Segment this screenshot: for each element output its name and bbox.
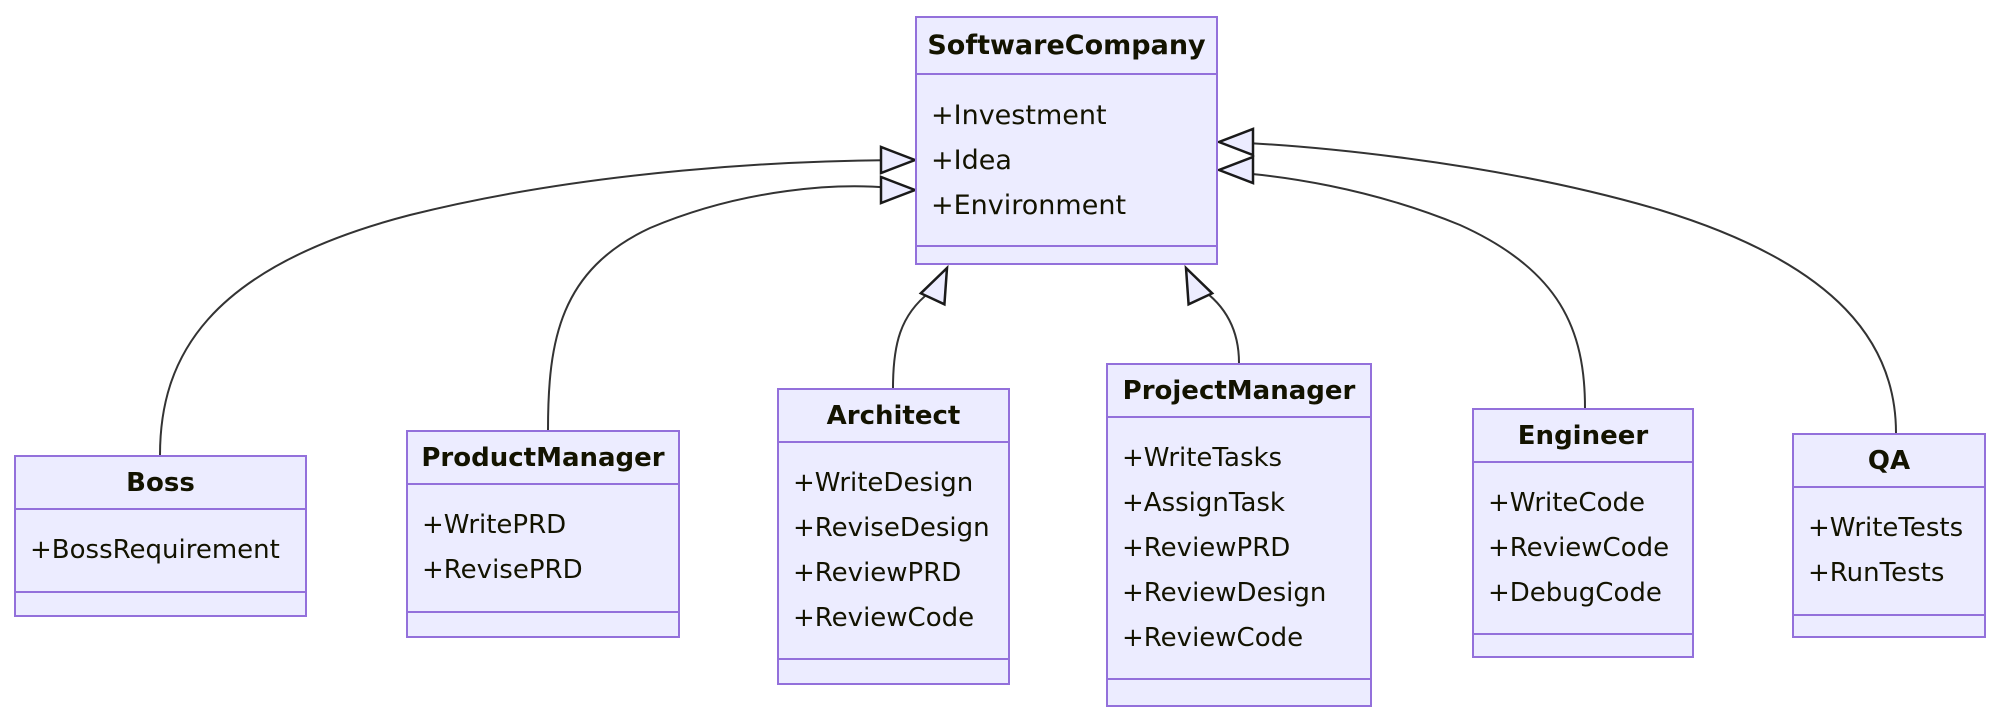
uml-class-engineer[interactable]: Engineer +WriteCode +ReviewCode +DebugCode	[1472, 408, 1694, 658]
class-name-projectmanager: ProjectManager	[1108, 365, 1370, 418]
class-attribute: +Idea	[931, 144, 1012, 176]
class-methods-productmanager	[408, 613, 678, 636]
class-methods-projectmanager	[1108, 680, 1370, 705]
generalization-arrowhead-icon	[1215, 127, 1255, 157]
class-name-boss: Boss	[16, 457, 305, 510]
class-name-productmanager: ProductManager	[408, 432, 678, 485]
class-methods-boss	[16, 593, 305, 615]
class-name-qa: QA	[1794, 435, 1984, 488]
class-attribute: +WritePRD	[422, 510, 567, 540]
class-attributes-projectmanager: +WriteTasks +AssignTask +ReviewPRD +ReviewD…	[1108, 418, 1370, 680]
class-attribute: +ReviewCode	[1122, 622, 1304, 653]
uml-class-softwarecompany[interactable]: SoftwareCompany +Investment +Idea +Environm…	[915, 16, 1218, 265]
class-attribute: +ReviewPRD	[1122, 532, 1291, 563]
class-attribute: +WriteCode	[1488, 487, 1645, 518]
class-attributes-architect: +WriteDesign +ReviseDesign +ReviewPRD +Revi…	[779, 443, 1008, 660]
uml-class-architect[interactable]: Architect +WriteDesign +ReviseDesign +Revie…	[777, 388, 1010, 685]
class-methods-softwarecompany	[917, 247, 1216, 263]
class-attribute: +ReviewDesign	[1122, 577, 1327, 608]
uml-class-boss[interactable]: Boss +BossRequirement	[14, 455, 307, 617]
class-name-softwarecompany: SoftwareCompany	[917, 18, 1216, 75]
class-name-engineer: Engineer	[1474, 410, 1692, 463]
edge-projectmanager-to-softwarecompany	[1184, 264, 1240, 364]
uml-class-qa[interactable]: QA +WriteTests +RunTests	[1792, 433, 1986, 638]
class-attribute: +Investment	[931, 99, 1107, 131]
edge-architect-to-softwarecompany	[892, 264, 949, 389]
class-attribute: +ReviewPRD	[793, 557, 962, 588]
class-attribute: +AssignTask	[1122, 487, 1285, 518]
class-attribute: +WriteTasks	[1122, 442, 1283, 473]
class-attribute: +DebugCode	[1488, 577, 1662, 608]
generalization-arrowhead-icon	[1184, 264, 1215, 307]
class-attribute: +RevisePRD	[422, 555, 583, 585]
class-attribute: +RunTests	[1808, 558, 1945, 588]
class-attribute: +Environment	[931, 189, 1127, 221]
class-attributes-softwarecompany: +Investment +Idea +Environment	[917, 75, 1216, 247]
class-attribute: +BossRequirement	[30, 535, 280, 565]
class-attributes-qa: +WriteTests +RunTests	[1794, 488, 1984, 616]
class-methods-qa	[1794, 616, 1984, 636]
edge-line	[892, 274, 944, 389]
uml-class-productmanager[interactable]: ProductManager +WritePRD +RevisePRD	[406, 430, 680, 638]
class-attribute: +ReviewCode	[793, 602, 975, 633]
edge-line	[1189, 274, 1240, 364]
class-name-architect: Architect	[779, 390, 1008, 443]
uml-class-projectmanager[interactable]: ProjectManager +WriteTasks +AssignTask +Rev…	[1106, 363, 1372, 707]
generalization-arrowhead-icon	[879, 145, 919, 175]
generalization-arrowhead-icon	[918, 264, 949, 307]
class-methods-architect	[779, 660, 1008, 683]
class-attributes-engineer: +WriteCode +ReviewCode +DebugCode	[1474, 463, 1692, 635]
class-methods-engineer	[1474, 635, 1692, 656]
generalization-arrowhead-icon	[1215, 155, 1255, 185]
class-attribute: +ReviseDesign	[793, 512, 990, 543]
class-attributes-productmanager: +WritePRD +RevisePRD	[408, 485, 678, 613]
class-attribute: +WriteDesign	[793, 467, 974, 498]
class-attributes-boss: +BossRequirement	[16, 510, 305, 593]
class-attribute: +WriteTests	[1808, 513, 1964, 543]
generalization-arrowhead-icon	[879, 175, 919, 205]
class-attribute: +ReviewCode	[1488, 532, 1670, 563]
